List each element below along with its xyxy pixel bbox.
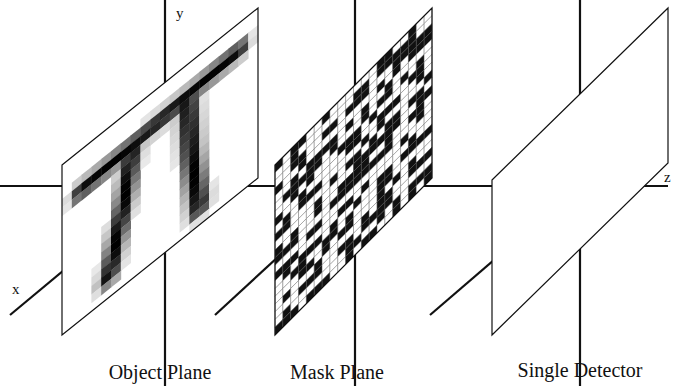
plane-caption: Single Detector: [518, 360, 643, 380]
object-plane: [62, 8, 258, 336]
pixel: [229, 57, 239, 74]
mask-cell: [291, 304, 299, 320]
mask-cell: [416, 178, 424, 194]
pixel: [199, 208, 209, 225]
mask-plane: [275, 8, 432, 335]
mask-cell: [299, 296, 307, 312]
mask-cell: [408, 186, 416, 202]
pixel: [209, 192, 219, 209]
pixel: [131, 204, 141, 221]
mask-pattern: [275, 8, 432, 335]
mask-cell: [322, 272, 330, 288]
mask-cell: [283, 312, 291, 328]
mask-cell: [401, 194, 409, 210]
pixel: [91, 176, 101, 193]
mask-cell: [424, 170, 432, 186]
plane-fill: [62, 8, 258, 335]
pi-image: [62, 25, 258, 336]
mask-cell: [275, 319, 283, 335]
pixel: [72, 191, 82, 208]
pixel: [101, 278, 111, 295]
plane-fill: [275, 8, 432, 335]
pixel: [209, 73, 219, 90]
pixel: [121, 254, 131, 271]
pixel: [62, 199, 72, 216]
pixel: [170, 155, 180, 172]
pixel: [180, 216, 190, 233]
pixel: [150, 129, 160, 146]
pixel: [111, 271, 121, 288]
pixel: [82, 184, 92, 201]
mask-cell: [361, 233, 369, 249]
pixel: [140, 154, 150, 171]
plane-caption: Object Plane: [109, 362, 212, 382]
mask-cell: [377, 217, 385, 233]
plane-outline: [62, 8, 258, 335]
mask-cell: [385, 210, 393, 226]
plane-caption: Mask Plane: [290, 362, 384, 382]
pixel: [91, 286, 101, 303]
axis-label: y: [176, 6, 184, 21]
axis-label: x: [12, 282, 20, 297]
pixel: [101, 168, 111, 185]
mask-cell: [330, 264, 338, 280]
mask-cell: [314, 280, 322, 296]
pixel: [238, 50, 248, 67]
pixel: [248, 33, 258, 50]
plane-outline: [492, 8, 668, 335]
pixel: [219, 65, 229, 82]
x-axis: [215, 186, 355, 315]
mask-cell: [369, 225, 377, 241]
mask-cell: [306, 288, 314, 304]
mask-cell: [346, 249, 354, 265]
mask-cell: [393, 202, 401, 218]
pixel: [160, 121, 170, 138]
detector-plane: [492, 8, 668, 335]
pixel: [189, 216, 199, 233]
mask-cell: [338, 257, 346, 273]
axis-label: z: [664, 170, 671, 185]
plane-outline: [275, 8, 432, 335]
mask-cell: [354, 241, 362, 257]
